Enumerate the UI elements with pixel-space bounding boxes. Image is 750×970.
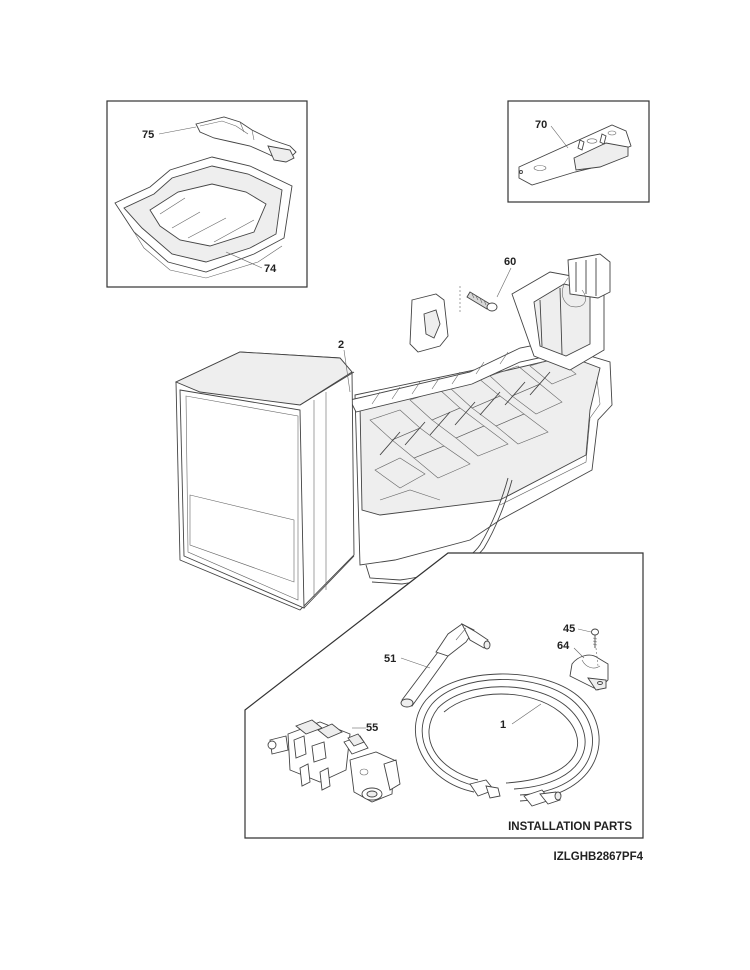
installation-parts-box: 51 45 64	[244, 552, 644, 839]
part-label-60: 60	[504, 256, 516, 268]
diagram-code: IZLGHB2867PF4	[554, 851, 644, 863]
part-label-64: 64	[557, 640, 570, 652]
bucket-cover-part-75[interactable]	[195, 116, 297, 163]
part-label-51: 51	[384, 653, 396, 665]
part-label-70: 70	[535, 119, 547, 131]
ice-maker-assembly-part-2[interactable]	[174, 253, 613, 611]
screw-part-60[interactable]	[466, 291, 498, 312]
screw-part-45[interactable]	[591, 628, 599, 648]
water-line-part-1[interactable]	[415, 673, 600, 807]
bucket-assembly-box: 75 74	[106, 100, 308, 288]
fill-tube-part-51[interactable]	[400, 622, 491, 708]
part-label-75: 75	[142, 129, 154, 141]
mounting-bracket-part-70[interactable]	[518, 124, 632, 186]
bracket-box: 70	[507, 100, 650, 203]
part-label-74: 74	[264, 263, 277, 275]
part-label-45: 45	[563, 623, 575, 635]
part-label-55: 55	[366, 722, 378, 734]
installation-parts-caption: INSTALLATION PARTS	[508, 821, 632, 833]
water-valve-part-55[interactable]	[267, 719, 401, 803]
ice-bucket-part-74[interactable]	[114, 156, 293, 279]
part-label-2: 2	[338, 339, 344, 351]
clamp-part-64[interactable]	[569, 654, 609, 691]
part-label-1: 1	[500, 719, 506, 731]
